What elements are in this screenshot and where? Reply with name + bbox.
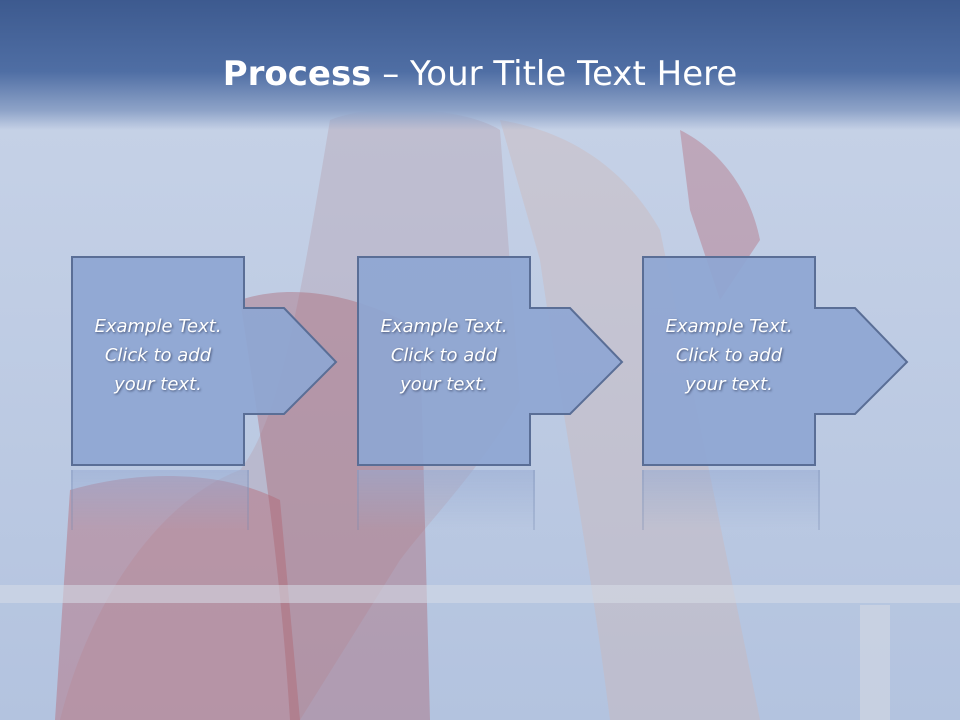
process-step-3[interactable]: Example Text. Click to add your text. (642, 256, 909, 466)
step-text-line: Example Text. (665, 316, 793, 337)
step-text-line: Click to add (390, 345, 498, 366)
step-label: Example Text. Click to add your text. (642, 312, 816, 399)
step-text-line: Click to add (104, 345, 212, 366)
step-text-line: Click to add (675, 345, 783, 366)
arrow-right-icon (642, 256, 909, 466)
step-reflection (357, 470, 535, 530)
arrow-right-icon (71, 256, 338, 466)
step-label: Example Text. Click to add your text. (71, 312, 245, 399)
title-bold: Process (222, 54, 372, 94)
step-text-line: your text. (685, 374, 773, 395)
title-rest: – Your Title Text Here (371, 54, 738, 94)
step-text-line: your text. (114, 374, 202, 395)
slide-title[interactable]: Process – Your Title Text Here (0, 52, 960, 96)
step-text-line: Example Text. (380, 316, 508, 337)
process-step-1[interactable]: Example Text. Click to add your text. (71, 256, 338, 466)
step-label: Example Text. Click to add your text. (357, 312, 531, 399)
process-step-2[interactable]: Example Text. Click to add your text. (357, 256, 624, 466)
step-text-line: Example Text. (94, 316, 222, 337)
step-text-line: your text. (400, 374, 488, 395)
header-band (0, 0, 960, 130)
arrow-right-icon (357, 256, 624, 466)
step-reflection (642, 470, 820, 530)
step-reflection (71, 470, 249, 530)
